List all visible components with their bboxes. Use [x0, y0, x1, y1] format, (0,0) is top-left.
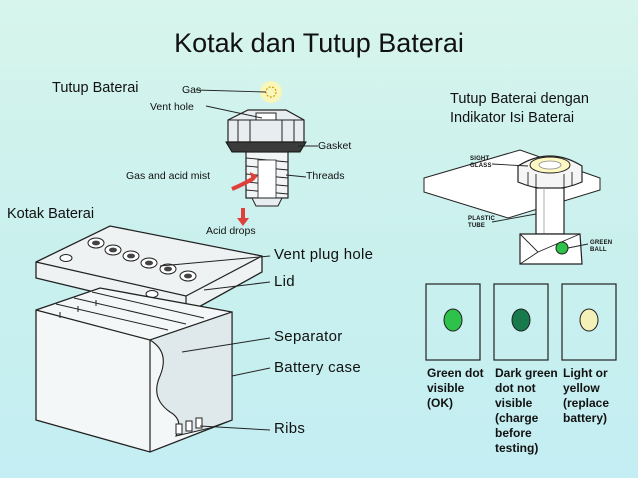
label-gas-acid-mist: Gas and acid mist [126, 170, 211, 182]
label-gasket: Gasket [318, 140, 352, 152]
gas-glow [260, 81, 282, 103]
label-tutup-baterai: Tutup Baterai [52, 80, 139, 96]
indicator-dot-light [579, 308, 599, 332]
label-separator: Separator [274, 328, 343, 345]
label-green-ball: GREEN BALL [590, 240, 612, 254]
label-vent-plug-hole: Vent plug hole [274, 246, 374, 263]
state-box-3 [561, 283, 617, 361]
state-box-1 [425, 283, 481, 361]
label-plastic-tube-1: PLASTIC [468, 216, 496, 222]
label-tutup-indikator-1: Tutup Baterai dengan [450, 91, 589, 107]
case-ribs [175, 417, 203, 435]
separator-walls [55, 291, 205, 331]
caption-state-2: Dark green dot not visible (charge befor… [495, 366, 558, 455]
ball-chamber [519, 233, 583, 265]
label-plastic-tube-2: TUBE [468, 223, 486, 229]
cap-ribs [237, 120, 295, 142]
label-green-ball-2: BALL [590, 247, 607, 253]
label-sight-glass: SIGHT GLASS [470, 156, 492, 170]
label-tutup-indikator-2: Indikator Isi Baterai [450, 110, 575, 126]
label-lid: Lid [274, 273, 295, 290]
label-battery-case: Battery case [274, 359, 361, 376]
label-gas: Gas [182, 84, 202, 96]
label-kotak-baterai: Kotak Baterai [7, 206, 95, 222]
label-acid-drops: Acid drops [206, 225, 256, 237]
caption-state-3: Light or yellow (replace battery) [563, 366, 610, 425]
label-plastic-tube: PLASTIC TUBE [468, 216, 495, 230]
caption-state-1: Green dot visible (OK) [427, 366, 484, 410]
vent-plug-holes [87, 237, 197, 282]
gasket-ring [225, 141, 307, 153]
label-threads: Threads [306, 170, 345, 182]
slide-title: Kotak dan Tutup Baterai [174, 28, 464, 58]
indicator-dot-dark-green [511, 308, 531, 332]
label-green-ball-1: GREEN [590, 240, 613, 246]
label-sight-glass-2: GLASS [470, 163, 492, 169]
indicator-dot-green [443, 308, 463, 332]
label-ribs: Ribs [274, 420, 306, 437]
label-vent-hole: Vent hole [150, 101, 194, 113]
label-sight-glass-1: SIGHT [470, 156, 490, 162]
state-box-2 [493, 283, 549, 361]
